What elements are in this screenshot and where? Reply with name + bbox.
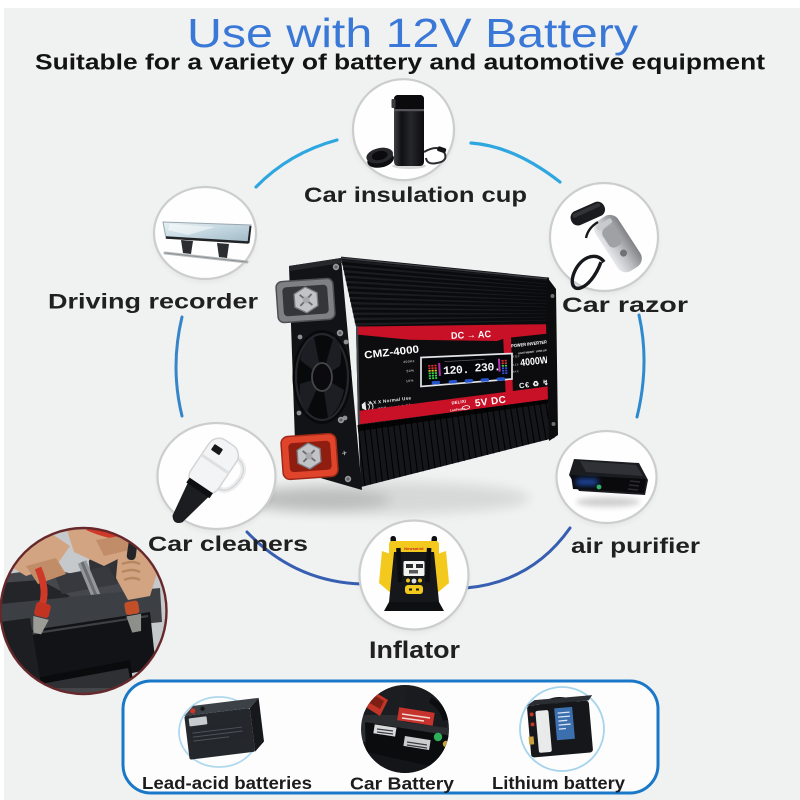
svg-text:MAX: MAX: [511, 369, 519, 374]
svg-text:Car cleaners: Car cleaners: [148, 533, 308, 556]
svg-text:+: +: [341, 448, 348, 459]
svg-text:Car razor: Car razor: [562, 294, 688, 317]
svg-text:LIGHT WEIGHT LONG LIFE: LIGHT WEIGHT LONG LIFE: [518, 349, 548, 355]
svg-text:air purifier: air purifier: [571, 535, 700, 558]
svg-text:DC → AC: DC → AC: [451, 329, 492, 342]
svg-text:4000W: 4000W: [520, 355, 550, 369]
svg-text:Suitable for a variety of batt: Suitable for a variety of battery and au…: [35, 50, 766, 75]
svg-text:Driving recorder: Driving recorder: [48, 291, 258, 314]
svg-text:Use with 12V Battery: Use with 12V Battery: [187, 10, 639, 56]
svg-text:LanProtec: LanProtec: [450, 406, 466, 412]
svg-text:400Hz: 400Hz: [403, 359, 415, 364]
svg-text:Inflator: Inflator: [369, 637, 461, 664]
svg-text:X X X Normal Use: X X X Normal Use: [368, 395, 412, 405]
svg-text:DELIXI: DELIXI: [451, 399, 466, 406]
svg-text:50%: 50%: [406, 369, 414, 374]
svg-text:POWER INVERTER: POWER INVERTER: [511, 339, 548, 348]
svg-text:115: 115: [513, 362, 519, 367]
svg-text:5V DC: 5V DC: [474, 395, 507, 410]
svg-text:120.: 120.: [443, 364, 469, 378]
svg-text:TOP: TOP: [513, 354, 521, 359]
svg-text:Newsmint: Newsmint: [404, 547, 424, 551]
svg-text:Lead-acid batteries: Lead-acid batteries: [142, 773, 312, 793]
svg-text:Car Battery: Car Battery: [350, 774, 454, 794]
svg-text:Car insulation cup: Car insulation cup: [304, 184, 527, 207]
svg-text:10%: 10%: [406, 379, 414, 384]
svg-text:Lithium battery: Lithium battery: [492, 773, 625, 793]
svg-text:230.: 230.: [474, 361, 500, 375]
